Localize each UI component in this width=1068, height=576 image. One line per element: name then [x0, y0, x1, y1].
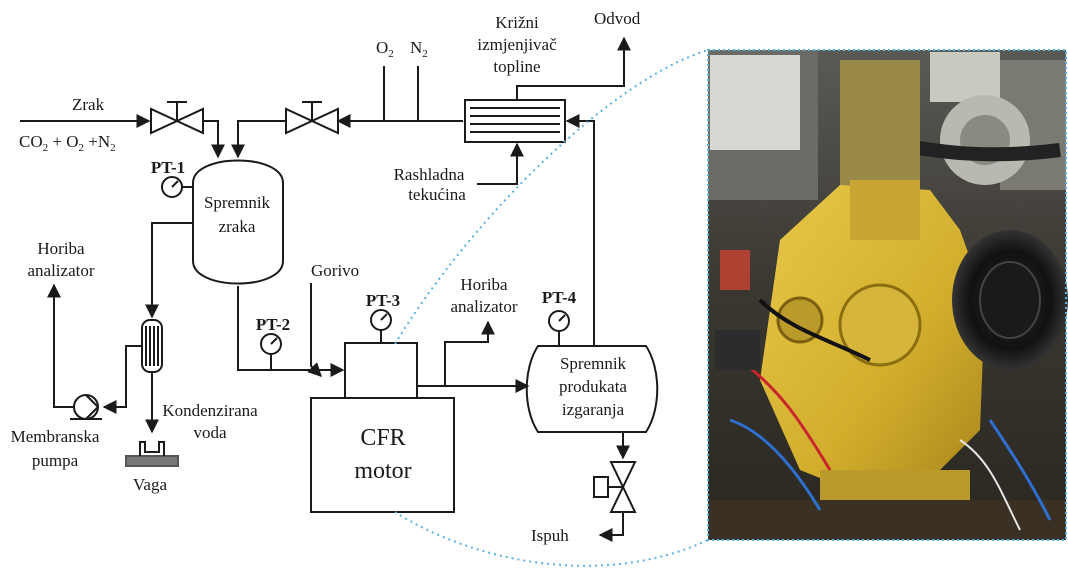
scale — [126, 442, 178, 466]
ispuh-label: Ispuh — [531, 526, 569, 545]
coolant-label-2: tekućina — [408, 185, 466, 204]
heat-exchanger-label-1: Križni — [495, 13, 539, 32]
horiba-right-label-2: analizator — [450, 297, 517, 316]
air-tank-label-2: zraka — [219, 217, 256, 236]
o2-label: O2 — [376, 38, 394, 60]
cfr-label-1: CFR — [360, 425, 405, 451]
pt1-gauge — [162, 177, 193, 197]
air-to-tank-line — [203, 121, 218, 157]
pump-label-2: pumpa — [32, 451, 79, 470]
tank-to-engine-line — [238, 286, 343, 370]
pt1-label: PT-1 — [151, 158, 185, 177]
magnify-lines — [395, 50, 708, 566]
n2-label: N2 — [410, 38, 428, 60]
horiba-left-label-1: Horiba — [37, 239, 85, 258]
heat-exchanger — [465, 100, 565, 142]
fuel-line — [311, 283, 321, 376]
heat-exchanger-label-3: topline — [493, 57, 540, 76]
gorivo-label: Gorivo — [311, 261, 359, 280]
membrane-pump — [70, 395, 102, 419]
condensate-label-1: Kondenzirana — [162, 401, 258, 420]
coolant-label-1: Rashladna — [394, 165, 465, 184]
engine-photo — [708, 50, 1068, 540]
pt2-label: PT-2 — [256, 315, 290, 334]
zrak-label: Zrak — [72, 95, 105, 114]
pump-to-horiba-line — [54, 285, 74, 407]
exhaust-outlet-line — [600, 512, 623, 535]
filter-to-pump-line — [104, 346, 142, 407]
cfr-label-2: motor — [354, 458, 411, 484]
pt4-label: PT-4 — [542, 288, 577, 307]
exhaust-to-horiba-line — [445, 322, 488, 386]
air-tank-label-1: Spremnik — [204, 193, 271, 212]
condenser-filter — [142, 320, 162, 372]
scale-label: Vaga — [133, 475, 167, 494]
horiba-left-label-2: analizator — [27, 261, 94, 280]
air-inlet-valve — [151, 102, 203, 133]
tank-to-filter-line — [152, 223, 193, 317]
return-to-tank-line — [238, 121, 286, 157]
horiba-right-label-1: Horiba — [460, 275, 508, 294]
pt2-gauge — [261, 334, 281, 370]
coolant-inlet-line — [477, 144, 517, 184]
product-tank-label-3: izgaranja — [562, 400, 625, 419]
condensate-label-2: voda — [193, 423, 227, 442]
pt4-gauge — [549, 311, 569, 346]
heat-exchanger-label-2: izmjenjivač — [477, 35, 557, 54]
pt3-label: PT-3 — [366, 291, 400, 310]
return-valve — [286, 102, 338, 133]
pt3-gauge — [371, 310, 391, 343]
product-tank-label-1: Spremnik — [560, 354, 627, 373]
product-tank-label-2: produkata — [559, 377, 627, 396]
inlet-mixture-label: CO2 + O2 +N2 — [19, 132, 116, 154]
product-to-exchanger-line — [567, 121, 594, 346]
odvod-label: Odvod — [594, 9, 641, 28]
exhaust-valve — [594, 462, 635, 512]
pump-label-1: Membranska — [11, 427, 100, 446]
